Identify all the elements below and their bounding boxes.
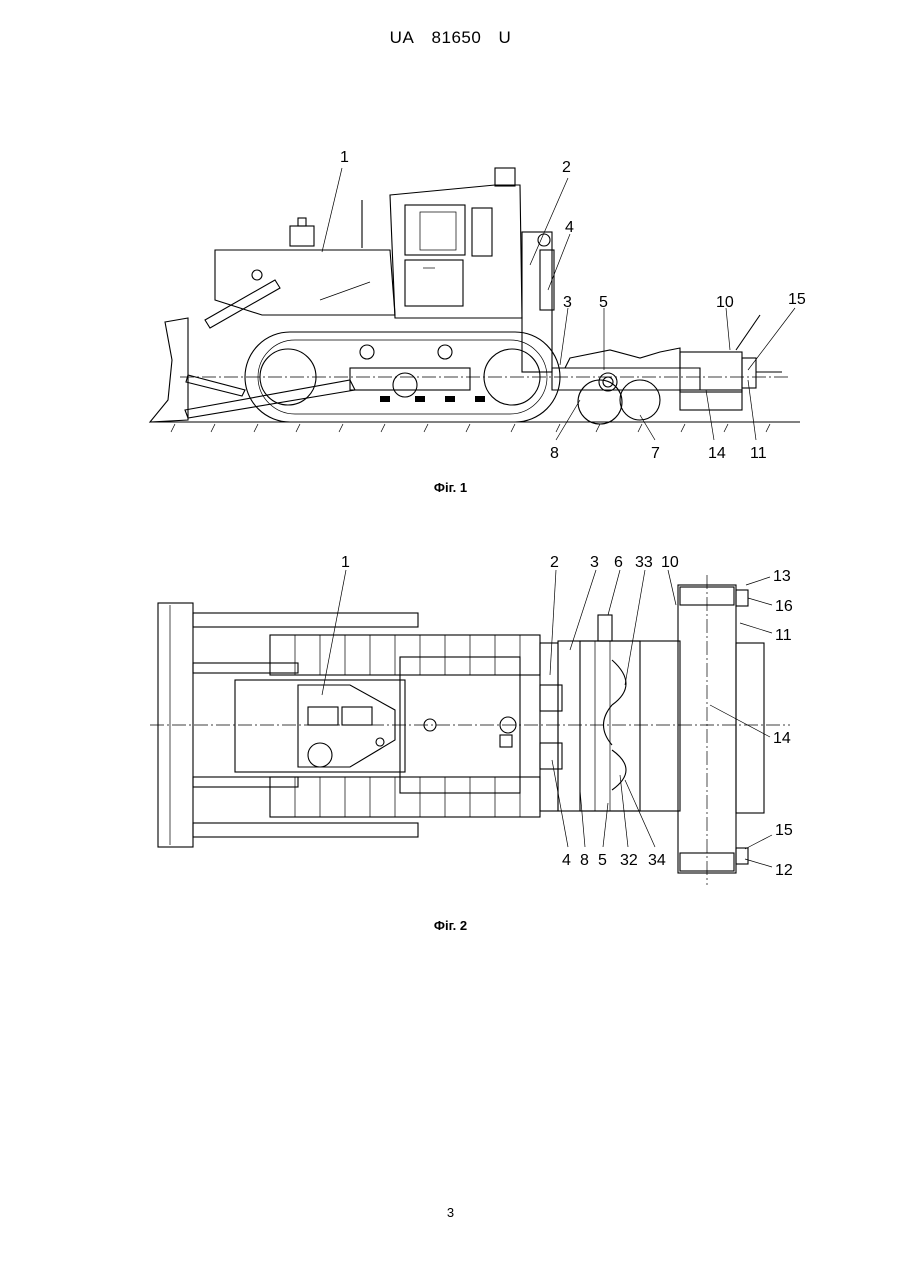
patent-header: UA 81650 U xyxy=(0,28,901,48)
rear-frame xyxy=(522,232,552,372)
label-fig2-13: 13 xyxy=(773,568,791,585)
lift-cylinder-lower xyxy=(186,375,245,396)
label-10: 10 xyxy=(716,294,734,311)
lift-cylinder-upper xyxy=(205,280,280,328)
label-fig2-12: 12 xyxy=(775,862,793,879)
label-14: 14 xyxy=(708,445,726,462)
label-fig2-32: 32 xyxy=(620,852,638,869)
hitch-rod xyxy=(736,315,760,350)
label-fig2-5: 5 xyxy=(598,852,607,869)
figure-2-drawing: 1 2 3 6 33 10 13 16 11 14 15 12 4 8 5 32… xyxy=(0,545,901,895)
label-fig2-16: 16 xyxy=(775,598,793,615)
page-number: 3 xyxy=(0,1205,901,1220)
patent-kind: U xyxy=(499,28,512,47)
label-fig2-14: 14 xyxy=(773,730,791,747)
label-fig2-15: 15 xyxy=(775,822,793,839)
figure-1-caption: Фіг. 1 xyxy=(0,480,901,495)
figure-2-caption: Фіг. 2 xyxy=(0,918,901,933)
beacon-light-top xyxy=(308,743,332,767)
engine-hood-top xyxy=(235,680,405,772)
push-arm-top xyxy=(193,613,418,627)
label-fig2-2: 2 xyxy=(550,554,559,571)
hitch-bottom xyxy=(540,743,562,769)
label-fig2-11: 11 xyxy=(775,627,792,644)
dozer-blade xyxy=(150,318,188,422)
label-fig2-3: 3 xyxy=(590,554,599,571)
label-11: 11 xyxy=(750,445,767,462)
rear-frame-top xyxy=(540,643,558,811)
bracket-6 xyxy=(598,615,612,641)
cylinder-top xyxy=(193,663,298,673)
figure-2-svg: 1 2 3 6 33 10 13 16 11 14 15 12 4 8 5 32… xyxy=(0,545,901,895)
cab-window-side xyxy=(472,208,492,256)
label-2: 2 xyxy=(562,159,571,176)
roller-drum-rear xyxy=(620,380,660,420)
beacon-light xyxy=(290,226,314,246)
push-arm-bottom xyxy=(193,823,418,837)
label-1: 1 xyxy=(340,149,349,166)
label-fig2-10: 10 xyxy=(661,554,679,571)
hitch-12 xyxy=(736,848,748,864)
label-fig2-8: 8 xyxy=(580,852,589,869)
label-3: 3 xyxy=(563,294,572,311)
compaction-unit xyxy=(680,352,742,392)
label-fig2-4: 4 xyxy=(562,852,571,869)
figure-1-drawing: 1 2 4 3 5 10 15 8 7 14 11 xyxy=(0,140,901,470)
side-plate xyxy=(736,643,764,813)
label-5: 5 xyxy=(599,294,608,311)
label-fig2-6: 6 xyxy=(614,554,623,571)
label-8: 8 xyxy=(550,445,559,462)
ground-hatching xyxy=(171,424,770,432)
track-grid xyxy=(295,635,520,817)
lobe-33 xyxy=(612,660,626,705)
track-top xyxy=(270,635,540,675)
cab-door xyxy=(405,260,463,306)
patent-office: UA xyxy=(390,28,415,47)
label-4: 4 xyxy=(565,219,574,236)
label-fig2-34: 34 xyxy=(648,852,666,869)
label-15: 15 xyxy=(788,291,806,308)
drawbar-frame xyxy=(552,368,700,390)
cylinder-bottom xyxy=(193,777,298,787)
label-7: 7 xyxy=(651,445,660,462)
figure-1-svg: 1 2 4 3 5 10 15 8 7 14 11 xyxy=(0,140,901,470)
label-fig2-33: 33 xyxy=(635,554,653,571)
lobe-34 xyxy=(612,750,626,790)
hitch-16 xyxy=(736,590,748,606)
patent-number: 81650 xyxy=(432,28,482,47)
track-bottom xyxy=(270,777,540,817)
label-fig2-1: 1 xyxy=(341,554,350,571)
track-roller xyxy=(393,373,417,397)
track-shoes xyxy=(380,396,485,402)
hitch-top xyxy=(540,685,562,711)
